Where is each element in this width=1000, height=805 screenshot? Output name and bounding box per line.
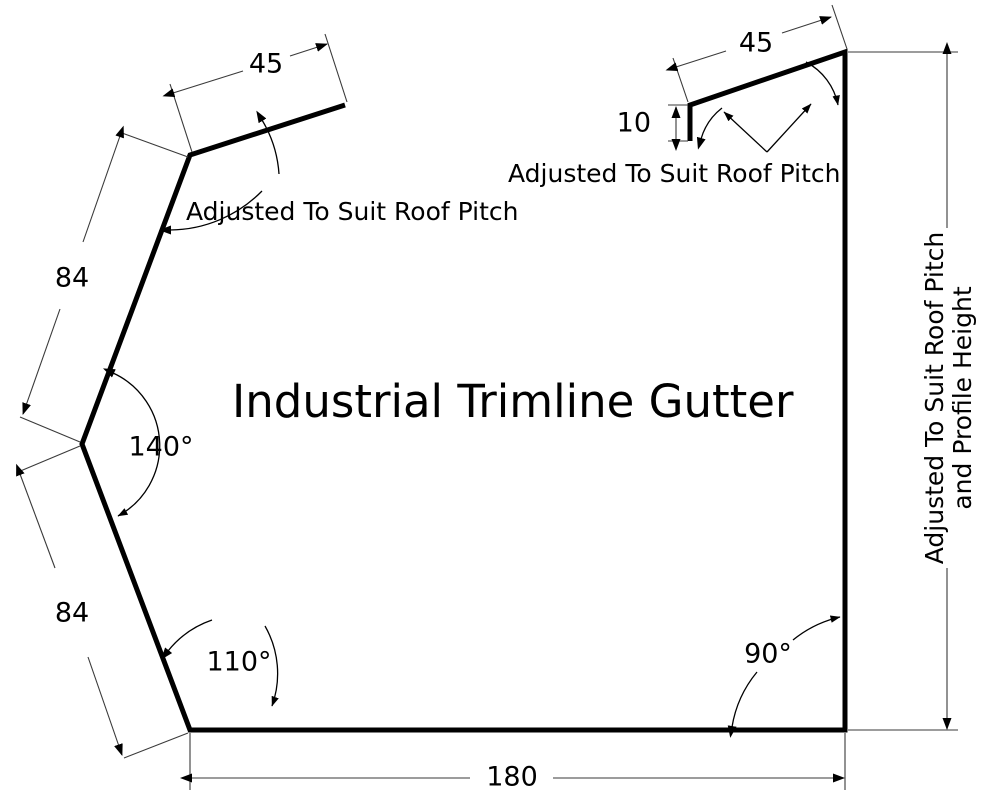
dimension-top-left-flange: 45 xyxy=(162,33,348,153)
dimension-label-84-lower: 84 xyxy=(55,598,89,629)
dimension-right-lip: 10 xyxy=(617,104,688,151)
note-left-roof-pitch: Adjusted To Suit Roof Pitch xyxy=(186,197,518,226)
note-left-roof-pitch-group: Adjusted To Suit Roof Pitch xyxy=(159,110,518,235)
page-title: Industrial Trimline Gutter xyxy=(232,375,794,428)
note-right-roof-pitch-group: Adjusted To Suit Roof Pitch xyxy=(508,61,840,188)
dimension-bottom-width: 180 xyxy=(180,733,846,793)
note-right-roof-pitch: Adjusted To Suit Roof Pitch xyxy=(508,159,840,188)
gutter-profile-outline xyxy=(79,48,848,733)
dimension-upper-left-web: 84 xyxy=(19,125,189,443)
angle-label-110: 110° xyxy=(206,647,271,678)
dimension-label-45-right: 45 xyxy=(739,28,773,59)
dimension-lower-left-web: 84 xyxy=(16,445,189,759)
angle-label-140: 140° xyxy=(128,432,193,463)
angle-110-annotation: 110° xyxy=(161,619,279,707)
dimension-top-right-flange: 45 xyxy=(665,4,848,103)
dimension-label-180: 180 xyxy=(486,762,538,793)
dimension-label-84-upper: 84 xyxy=(55,263,89,294)
note-right-height-line2: and Profile Height xyxy=(948,286,977,510)
dimension-right-height: Adjusted To Suit Roof Pitch and Profile … xyxy=(848,42,977,731)
angle-90-annotation: 90° xyxy=(727,615,841,738)
dimension-label-45-left: 45 xyxy=(249,49,283,80)
angle-label-90: 90° xyxy=(744,639,792,670)
dimension-label-10: 10 xyxy=(617,108,651,139)
angle-140-annotation: 140° xyxy=(103,368,194,517)
note-right-height-line1: Adjusted To Suit Roof Pitch xyxy=(920,232,949,564)
